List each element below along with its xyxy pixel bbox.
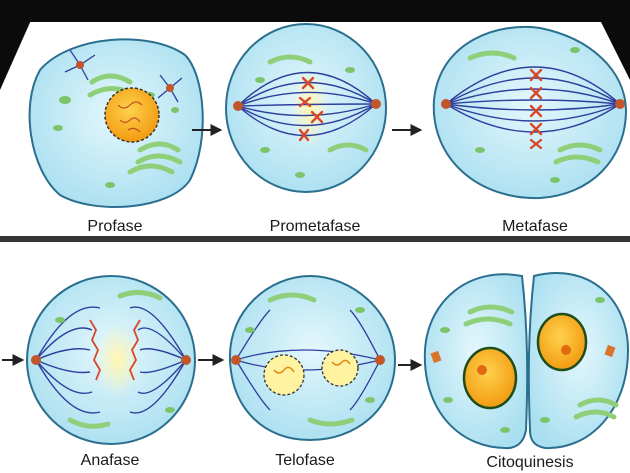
cell-anafase <box>27 276 195 444</box>
label-prometafase: Prometafase <box>240 218 390 236</box>
centrosome-prometafase-right <box>371 99 381 109</box>
nucleus-telofase-right <box>322 350 358 386</box>
cell-profase <box>30 39 203 207</box>
label-profase: Profase <box>55 218 175 236</box>
centrosome-metafase-left <box>441 99 451 109</box>
nucleus-telofase-left <box>264 355 304 395</box>
centrosome-anafase-left <box>31 355 41 365</box>
centrosome-telofase-right <box>375 355 385 365</box>
label-anafase: Anafase <box>50 452 170 470</box>
row-divider <box>0 236 630 242</box>
centrosome-profase-left <box>76 61 84 69</box>
nucleus-citoquinesis-right <box>538 314 586 370</box>
nucleus-citoquinesis-left <box>464 348 516 408</box>
cell-telofase <box>230 276 395 440</box>
centrosome-telofase-left <box>231 355 241 365</box>
cell-prometafase <box>226 24 386 192</box>
midzone-anafase <box>96 324 140 396</box>
centrosome-anafase-right <box>181 355 191 365</box>
nucleolus-right <box>561 345 571 355</box>
label-citoquinesis: Citoquinesis <box>460 454 600 472</box>
nucleolus-left <box>477 365 487 375</box>
centrosome-metafase-right <box>615 99 625 109</box>
dark-top-band <box>0 0 630 22</box>
centrosome-prometafase-left <box>233 101 243 111</box>
nucleus-profase <box>105 88 159 142</box>
label-metafase: Metafase <box>470 218 600 236</box>
label-telofase: Telofase <box>245 452 365 470</box>
centrosome-profase-right <box>166 84 174 92</box>
